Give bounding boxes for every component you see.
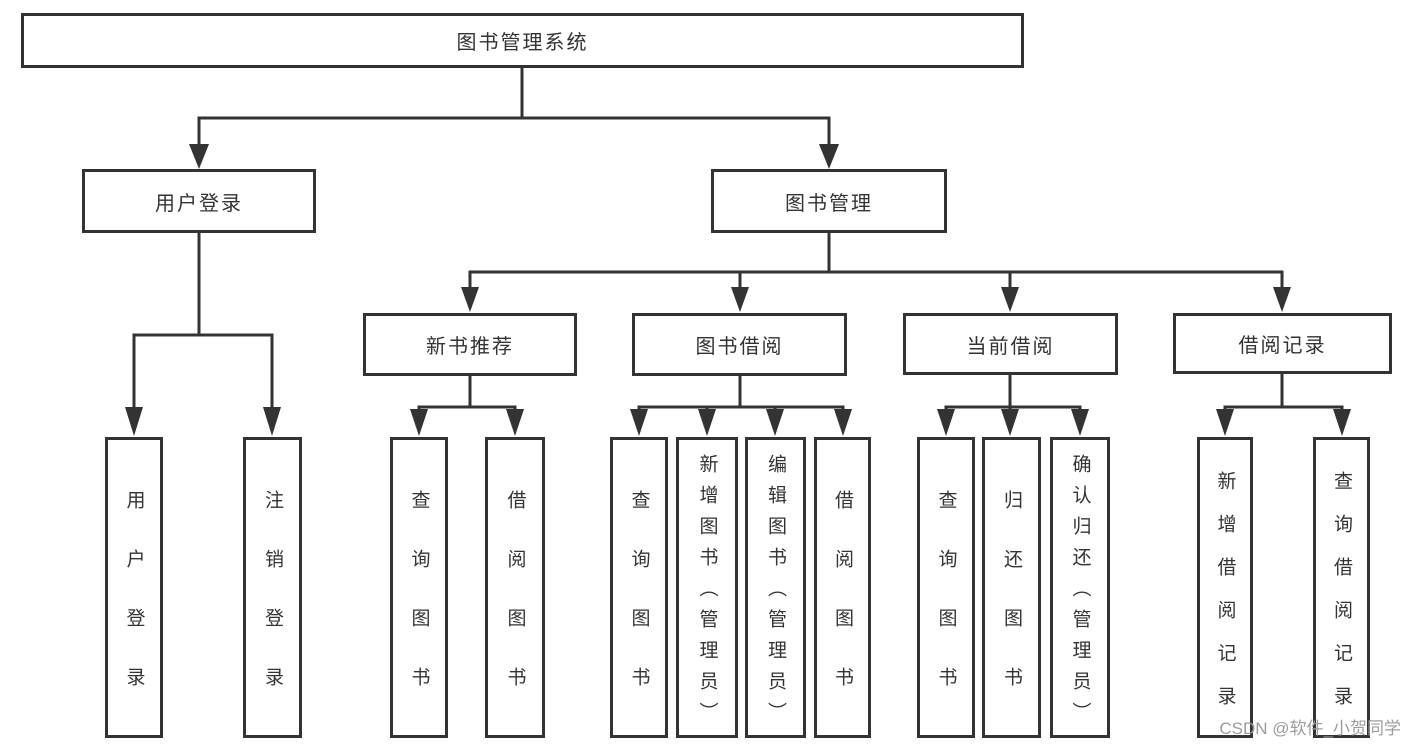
leaf-confirm-return-admin-label: 确认归还（管理员） xyxy=(1069,454,1091,733)
csdn-watermark: CSDN @软件_小贺同学 xyxy=(1219,719,1401,738)
leaf-return-books-label: 归还图书 xyxy=(1001,489,1022,726)
leaf-borrow-books-1-box: 借阅图书 xyxy=(485,437,545,738)
branch-book-management-label: 图书管理 xyxy=(785,192,873,215)
leaf-borrow-books-2-box: 借阅图书 xyxy=(814,437,871,738)
leaf-query-books-2-label: 查询图书 xyxy=(628,489,650,726)
leaf-return-books-box: 归还图书 xyxy=(982,437,1041,738)
leaf-user-login-label: 用户登录 xyxy=(123,489,145,726)
leaf-confirm-return-admin-box: 确认归还（管理员） xyxy=(1050,437,1110,738)
group-book-borrowing-box: 图书借阅 xyxy=(632,313,847,376)
leaf-add-borrow-record-box: 新增借阅记录 xyxy=(1197,437,1253,738)
leaf-edit-books-admin-box: 编辑图书（管理员） xyxy=(745,437,806,738)
leaf-query-borrow-record-box: 查询借阅记录 xyxy=(1313,437,1370,738)
leaf-add-books-admin-box: 新增图书（管理员） xyxy=(676,437,738,738)
group-borrowing-records-box: 借阅记录 xyxy=(1173,313,1392,374)
leaf-query-books-1-box: 查询图书 xyxy=(390,437,448,738)
group-current-borrowing-label: 当前借阅 xyxy=(966,335,1055,358)
group-borrowing-records-label: 借阅记录 xyxy=(1238,335,1327,357)
root-box: 图书管理系统 xyxy=(21,13,1024,68)
branch-user-login-box: 用户登录 xyxy=(82,169,316,233)
leaf-borrow-books-1-label: 借阅图书 xyxy=(504,489,526,726)
leaf-logout-box: 注销登录 xyxy=(243,437,302,738)
leaf-query-books-3-box: 查询图书 xyxy=(917,437,975,738)
leaf-query-books-3-label: 查询图书 xyxy=(935,489,957,726)
leaf-borrow-books-2-label: 借阅图书 xyxy=(832,489,853,726)
root-label: 图书管理系统 xyxy=(456,32,589,54)
leaf-add-books-admin-label: 新增图书（管理员） xyxy=(696,454,718,733)
branch-user-login-label: 用户登录 xyxy=(155,192,243,215)
leaf-query-books-2-box: 查询图书 xyxy=(610,437,668,738)
group-new-book-recommendation-label: 新书推荐 xyxy=(426,336,514,358)
branch-book-management-box: 图书管理 xyxy=(711,169,947,233)
group-new-book-recommendation-box: 新书推荐 xyxy=(363,313,577,376)
leaf-add-borrow-record-label: 新增借阅记录 xyxy=(1214,470,1236,729)
leaf-user-login-box: 用户登录 xyxy=(105,437,163,738)
group-book-borrowing-label: 图书借阅 xyxy=(695,336,784,358)
group-current-borrowing-box: 当前借阅 xyxy=(903,313,1118,375)
leaf-query-borrow-record-label: 查询借阅记录 xyxy=(1331,470,1352,729)
leaf-query-books-1-label: 查询图书 xyxy=(408,489,430,726)
leaf-edit-books-admin-label: 编辑图书（管理员） xyxy=(765,454,786,733)
leaf-logout-label: 注销登录 xyxy=(262,489,283,726)
